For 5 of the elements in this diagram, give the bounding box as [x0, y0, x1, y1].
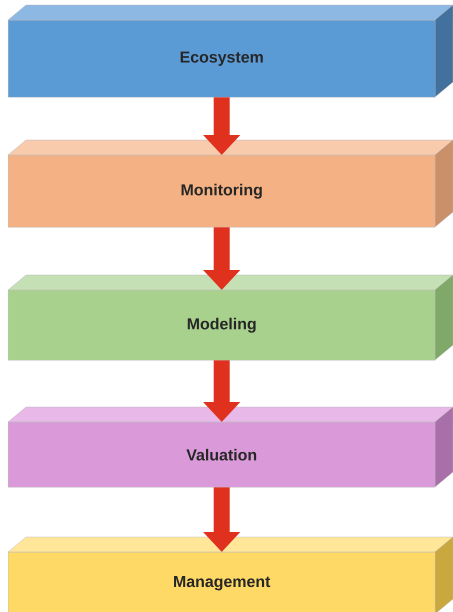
prism-box: Management: [8, 536, 453, 612]
prism-box: Ecosystem: [8, 4, 453, 98]
prism-box: Modeling: [8, 274, 453, 360]
prism-box: Valuation: [8, 406, 453, 488]
prism-box: Monitoring: [8, 140, 453, 228]
